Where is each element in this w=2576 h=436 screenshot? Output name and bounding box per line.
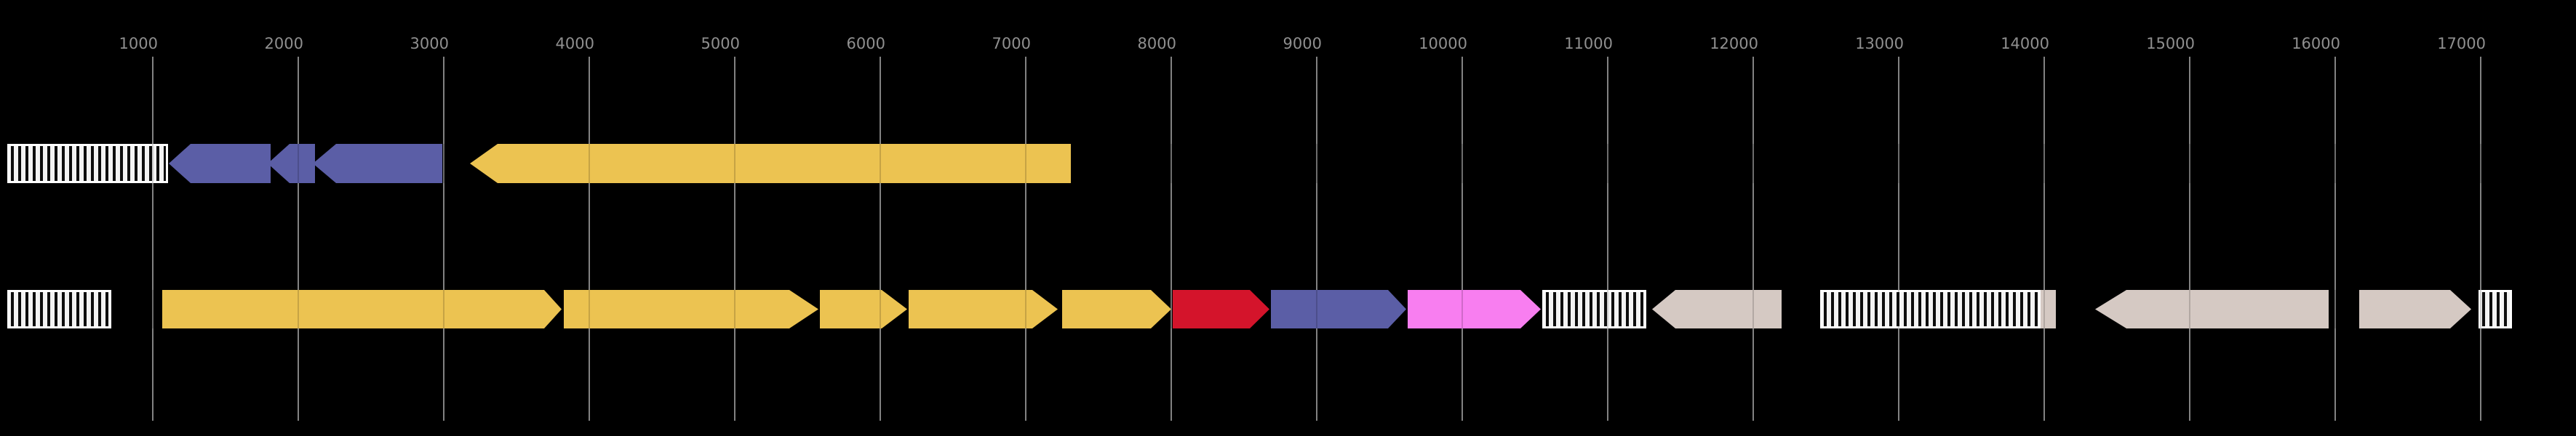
axis-tick-label: 5000 — [701, 35, 740, 52]
axis-tick-label: 9000 — [1283, 35, 1322, 52]
gene-arrow — [564, 290, 818, 328]
gridline-feature-tint — [1607, 290, 1608, 328]
gridline-feature-tint — [880, 144, 881, 183]
striped-region — [2479, 290, 2512, 328]
gene-arrow — [909, 290, 1058, 328]
striped-region — [1820, 290, 2041, 328]
gridline — [880, 57, 881, 421]
axis-tick-label: 7000 — [992, 35, 1031, 52]
gridline-feature-tint — [2189, 144, 2190, 183]
gridline-feature-tint — [1462, 144, 1463, 183]
gridline — [2480, 57, 2481, 421]
gridline-feature-tint — [1752, 144, 1754, 183]
axis-tick-label: 6000 — [846, 35, 885, 52]
gridline-feature-tint — [2189, 290, 2190, 328]
gridline — [1171, 57, 1172, 421]
gridline-feature-tint — [2334, 290, 2336, 328]
gridline — [443, 57, 444, 421]
gridline-feature-tint — [1752, 290, 1754, 328]
gene-arrow — [1408, 290, 1541, 328]
gridline — [1316, 57, 1317, 421]
gene-arrow — [2359, 290, 2471, 328]
axis-tick-label: 14000 — [2001, 35, 2049, 52]
gene-arrow — [268, 144, 315, 183]
gridline — [734, 57, 735, 421]
gridline-feature-tint — [443, 290, 444, 328]
gene-arrow — [1173, 290, 1269, 328]
gridline-feature-tint — [1025, 144, 1026, 183]
striped-region — [7, 144, 168, 183]
gene-arrow — [313, 144, 442, 183]
gene-arrow — [820, 290, 907, 328]
gridline-feature-tint — [2043, 290, 2045, 328]
axis-tick-label: 2000 — [264, 35, 303, 52]
gridline-feature-tint — [298, 290, 299, 328]
axis-tick-label: 12000 — [1710, 35, 1758, 52]
gridline-feature-tint — [734, 144, 735, 183]
axis-tick-label: 17000 — [2437, 35, 2486, 52]
gene-block — [2041, 290, 2056, 328]
gridline — [2043, 57, 2045, 421]
gridline-feature-tint — [152, 144, 153, 183]
axis-tick-label: 10000 — [1419, 35, 1467, 52]
gridline-feature-tint — [1898, 290, 1899, 328]
gridline-feature-tint — [880, 290, 881, 328]
gridline — [589, 57, 590, 421]
gridline-feature-tint — [1316, 144, 1317, 183]
striped-region — [1542, 290, 1646, 328]
gridline-feature-tint — [1025, 290, 1026, 328]
axis-tick-label: 1000 — [119, 35, 158, 52]
gridline-feature-tint — [1171, 290, 1172, 328]
gridline — [1752, 57, 1754, 421]
gridline — [1898, 57, 1899, 421]
gridline-feature-tint — [2480, 290, 2481, 328]
gene-arrow — [169, 144, 271, 183]
gene-arrow — [1062, 290, 1171, 328]
gridline-feature-tint — [2043, 144, 2045, 183]
gridline — [1025, 57, 1026, 421]
gridline — [1462, 57, 1463, 421]
gridline — [152, 57, 153, 421]
axis-tick-label: 4000 — [555, 35, 594, 52]
gridline-feature-tint — [589, 144, 590, 183]
striped-region — [7, 290, 111, 328]
gridline-feature-tint — [1607, 144, 1608, 183]
gridline-feature-tint — [1462, 290, 1463, 328]
gridline-feature-tint — [2334, 144, 2336, 183]
axis-tick-label: 16000 — [2292, 35, 2340, 52]
gridline-feature-tint — [298, 144, 299, 183]
axis-tick-label: 13000 — [1855, 35, 1904, 52]
gridline — [298, 57, 299, 421]
gridline-feature-tint — [734, 290, 735, 328]
gridline — [1607, 57, 1608, 421]
gridline-feature-tint — [2480, 144, 2481, 183]
gridline-feature-tint — [1316, 290, 1317, 328]
gene-arrow — [162, 290, 562, 328]
gridline — [2189, 57, 2190, 421]
axis-tick-label: 11000 — [1564, 35, 1613, 52]
gene-arrow — [2095, 290, 2329, 328]
axis-tick-label: 8000 — [1137, 35, 1176, 52]
gridline — [2334, 57, 2336, 421]
axis-tick-label: 3000 — [410, 35, 449, 52]
gridline-feature-tint — [1171, 144, 1172, 183]
gridline-feature-tint — [443, 144, 444, 183]
gridline-feature-tint — [1898, 144, 1899, 183]
gene-arrow — [1652, 290, 1782, 328]
gene-arrow — [470, 144, 1071, 183]
gridline-feature-tint — [589, 290, 590, 328]
gene-arrow — [1271, 290, 1406, 328]
gridline-feature-tint — [152, 290, 153, 328]
axis-tick-label: 15000 — [2146, 35, 2195, 52]
